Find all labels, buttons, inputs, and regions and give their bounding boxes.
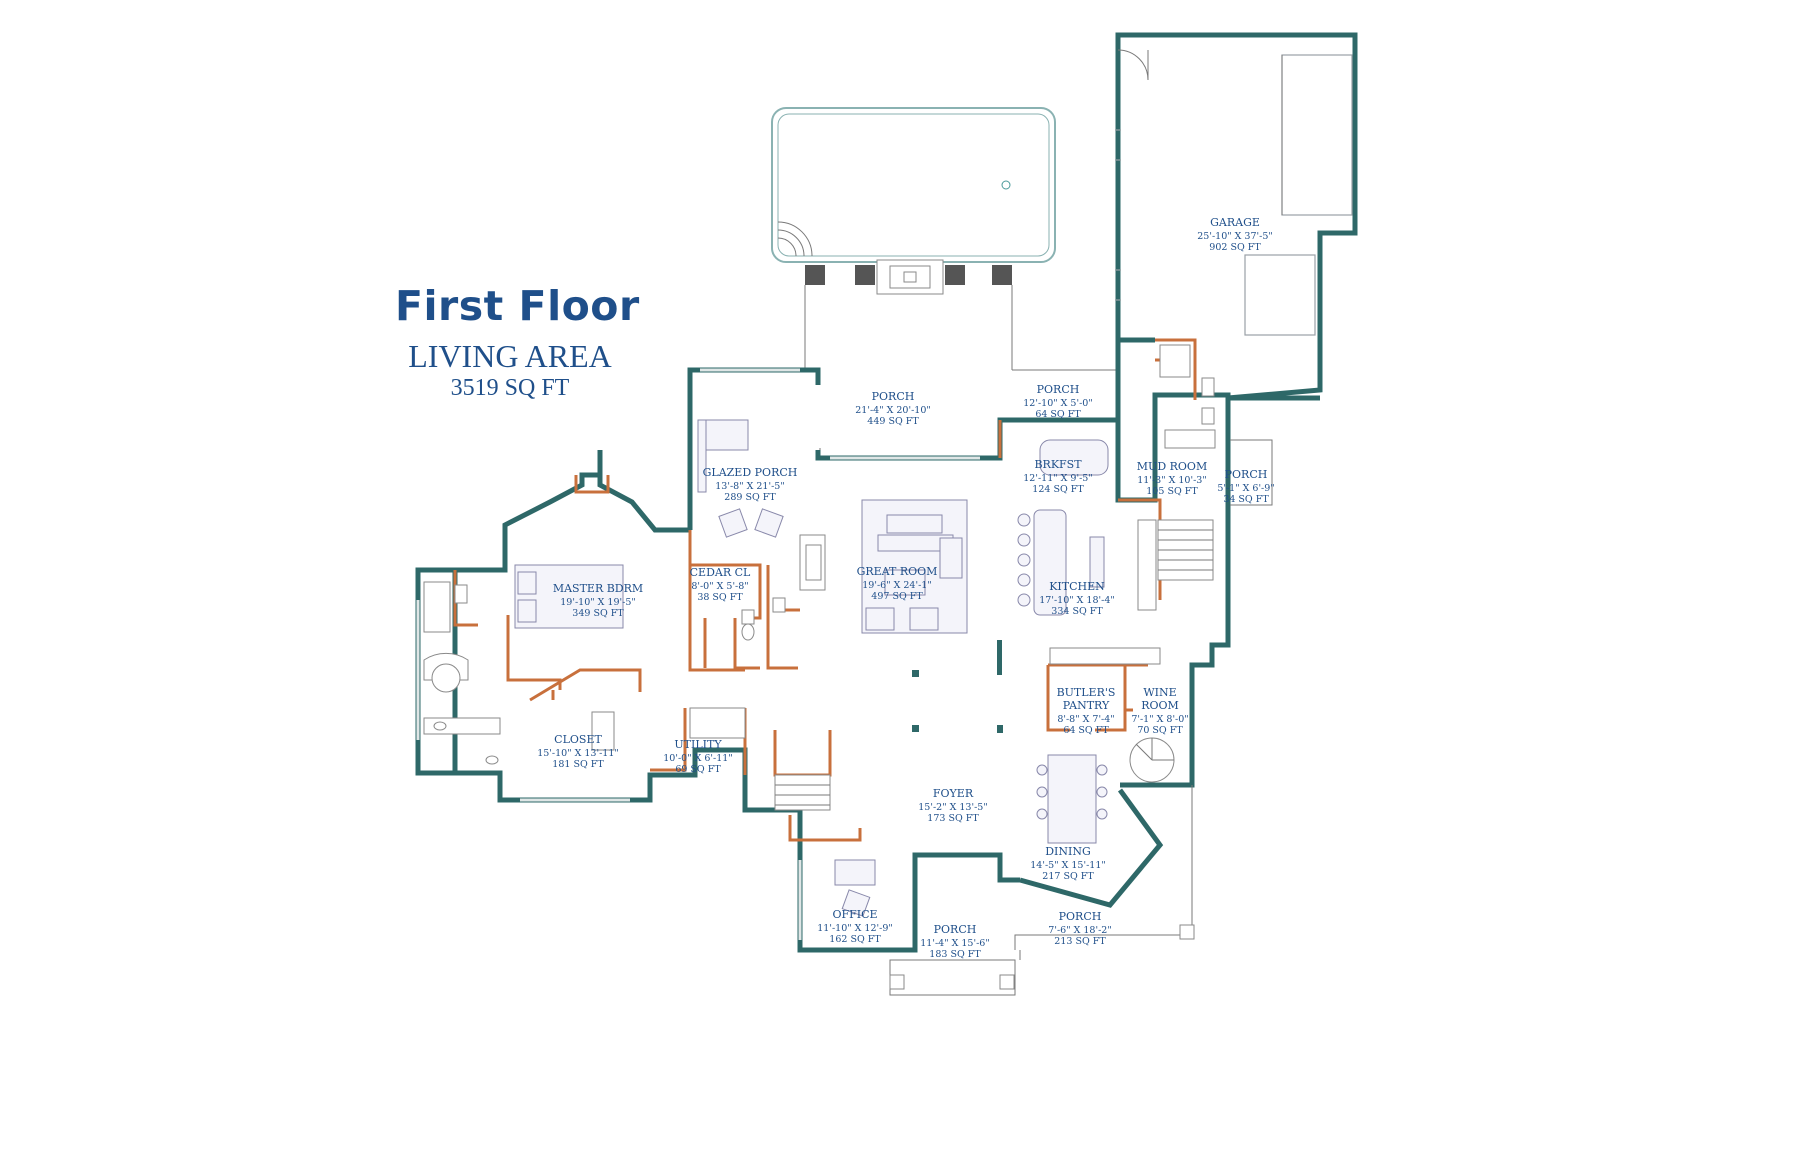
living-area-total: 3519 SQ FT [450, 375, 570, 401]
room-name: CLOSET [554, 733, 602, 746]
room-name: BRKFST [1034, 458, 1082, 471]
room-area: 64 SQ FT [1035, 409, 1081, 420]
room-great-room-7: GREAT ROOM 19'-6" X 24'-1"497 SQ FT [857, 565, 938, 602]
room-dimensions: 8'-8" X 7'-4" [1057, 714, 1114, 725]
furniture [423, 344, 1216, 917]
room-name: KITCHEN [1049, 580, 1105, 593]
room-dimensions: 7'-1" X 8'-0" [1131, 714, 1188, 725]
room-dimensions: 17'-10" X 18'-4" [1039, 595, 1115, 606]
porch-outlines [889, 439, 1273, 996]
windows [416, 368, 980, 940]
room-garage-0: GARAGE 25'-10" X 37'-5"902 SQ FT [1197, 216, 1273, 253]
room-dimensions: 21'-4" X 20'-10" [855, 405, 931, 416]
room-area: 213 SQ FT [1054, 936, 1106, 947]
room-area: 64 SQ FT [1063, 725, 1109, 736]
room-dimensions: 12'-10" X 5'-0" [1023, 398, 1092, 409]
room-area: 334 SQ FT [1051, 606, 1103, 617]
pool [771, 107, 1056, 263]
room-area: 105 SQ FT [1146, 486, 1198, 497]
room-name: PORCH [934, 923, 977, 936]
room-area: 162 SQ FT [829, 934, 881, 945]
room-brkfst-5: BRKFST 12'-11" X 9'-5"124 SQ FT [1023, 458, 1092, 495]
room-area: 183 SQ FT [929, 949, 981, 960]
room-name: PORCH [1225, 468, 1268, 481]
room-dimensions: 15'-10" X 13'-11" [537, 748, 619, 759]
room-name: ROOM [1141, 699, 1179, 712]
room-name: DINING [1045, 845, 1091, 858]
room-name: PORCH [1059, 910, 1102, 923]
living-area-label: LIVING AREA [408, 338, 612, 374]
plan-title: First Floor [395, 282, 640, 330]
room-name: PORCH [1037, 383, 1080, 396]
room-dimensions: 11'-10" X 12'-9" [817, 923, 893, 934]
room-dimensions: 19'-6" X 24'-1" [862, 580, 931, 591]
room-porch-1: PORCH 21'-4" X 20'-10"449 SQ FT [855, 390, 931, 427]
room-dimensions: 14'-5" X 15'-11" [1030, 860, 1106, 871]
room-area: 497 SQ FT [871, 591, 923, 602]
room-area: 902 SQ FT [1209, 242, 1261, 253]
room-kitchen-8: KITCHEN 17'-10" X 18'-4"334 SQ FT [1039, 580, 1115, 617]
room-area: 69 SQ FT [675, 764, 721, 775]
room-area: 34 SQ FT [1223, 494, 1269, 505]
room-dining-16: DINING 14'-5" X 15'-11"217 SQ FT [1030, 845, 1106, 882]
pool-piers [805, 259, 1012, 295]
room-porch-4: PORCH 5'-1" X 6'-9"34 SQ FT [1217, 468, 1274, 505]
room-dimensions: 12'-11" X 9'-5" [1023, 473, 1092, 484]
room-cedar-cl-9: CEDAR CL 8'-0" X 5'-8"38 SQ FT [690, 566, 751, 603]
room-utility-14: UTILITY 10'-0" X 6'-11"69 SQ FT [663, 738, 732, 775]
columns [912, 640, 1003, 733]
room-name: WINE [1143, 686, 1176, 699]
room-dimensions: 7'-6" X 18'-2" [1048, 925, 1111, 936]
room-name: GLAZED PORCH [703, 466, 798, 479]
room-name: PORCH [872, 390, 915, 403]
room-area: 124 SQ FT [1032, 484, 1084, 495]
room-name: MUD ROOM [1137, 460, 1207, 473]
room-dimensions: 25'-10" X 37'-5" [1197, 231, 1273, 242]
room-porch-19: PORCH 7'-6" X 18'-2"213 SQ FT [1048, 910, 1111, 947]
room-area: 181 SQ FT [552, 759, 604, 770]
room-area: 217 SQ FT [1042, 871, 1094, 882]
room-name: CEDAR CL [690, 566, 751, 579]
room-labels: GARAGE 25'-10" X 37'-5"902 SQ FT PORCH 21'-… [537, 216, 1274, 960]
room-area: 449 SQ FT [867, 416, 919, 427]
room-dimensions: 11'-4" X 15'-6" [920, 938, 989, 949]
room-name: BUTLER'S [1057, 686, 1116, 699]
room-area: 38 SQ FT [697, 592, 743, 603]
room-dimensions: 11'-3" X 10'-3" [1137, 475, 1206, 486]
room-closet-13: CLOSET 15'-10" X 13'-11"181 SQ FT [537, 733, 619, 770]
room-name: FOYER [933, 787, 974, 800]
room-area: 70 SQ FT [1137, 725, 1183, 736]
garage-walls [1115, 32, 1358, 401]
room-area: 173 SQ FT [927, 813, 979, 824]
room-dimensions: 13'-8" X 21'-5" [715, 481, 784, 492]
room-dimensions: 10'-0" X 6'-11" [663, 753, 732, 764]
room-dimensions: 15'-2" X 13'-5" [918, 802, 987, 813]
room-office-17: OFFICE 11'-10" X 12'-9"162 SQ FT [817, 908, 893, 945]
room-porch-18: PORCH 11'-4" X 15'-6"183 SQ FT [920, 923, 989, 960]
room-area: 349 SQ FT [572, 608, 624, 619]
room-foyer-15: FOYER 15'-2" X 13'-5"173 SQ FT [918, 787, 987, 824]
room-master-bdrm-10: MASTER BDRM 19'-10" X 19'-5"349 SQ FT [553, 582, 643, 619]
room-dimensions: 8'-0" X 5'-8" [691, 581, 748, 592]
room-name: PANTRY [1063, 699, 1110, 712]
room-porch-2: PORCH 12'-10" X 5'-0"64 SQ FT [1023, 383, 1092, 420]
room-mud-room-3: MUD ROOM 11'-3" X 10'-3"105 SQ FT [1137, 460, 1207, 497]
room-name: MASTER BDRM [553, 582, 643, 595]
room-dimensions: 5'-1" X 6'-9" [1217, 483, 1274, 494]
room-name: UTILITY [674, 738, 722, 751]
room-name: OFFICE [832, 908, 877, 921]
room-name: GREAT ROOM [857, 565, 938, 578]
room-area: 289 SQ FT [724, 492, 776, 503]
stairs [774, 519, 1214, 811]
room-name: GARAGE [1210, 216, 1260, 229]
room-dimensions: 19'-10" X 19'-5" [560, 597, 636, 608]
room-glazed-porch-6: GLAZED PORCH 13'-8" X 21'-5"289 SQ FT [703, 466, 798, 503]
rear-porch-outline [804, 285, 1118, 456]
